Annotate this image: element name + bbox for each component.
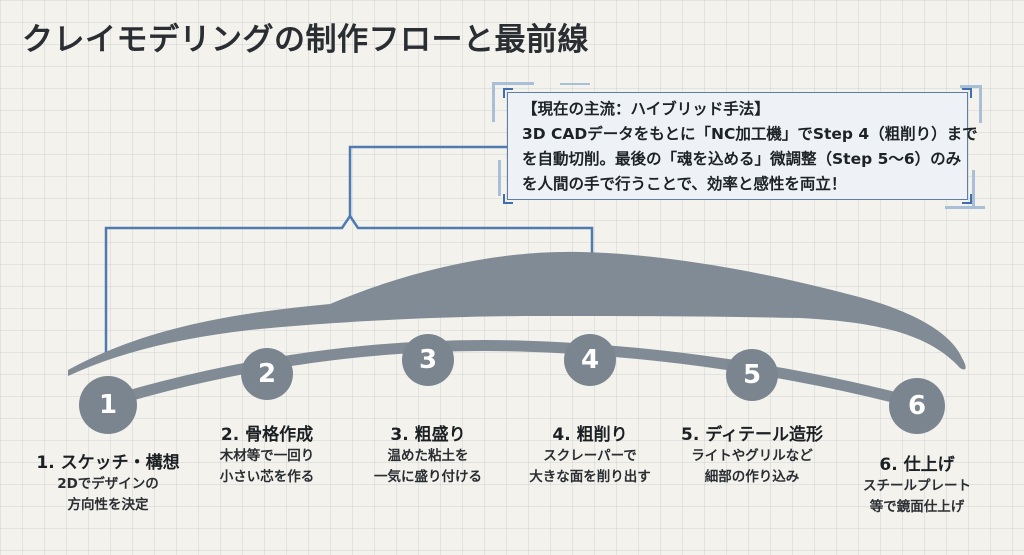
step-desc-line: 2Dでデザインの <box>57 476 159 492</box>
callout-deco-line <box>498 160 501 196</box>
step-desc-6: スチールプレート 等で鏡面仕上げ <box>827 476 1007 518</box>
step-number-2: 2 <box>257 359 277 389</box>
callout-line: を自動切削。最後の「魂を込める」微調整（Step 5〜6）のみ <box>522 150 962 168</box>
step-circle-6 <box>889 378 945 434</box>
step-desc-line: 小さい芯を作る <box>219 469 315 485</box>
hybrid-method-callout: 【現在の主流：ハイブリッド手法】 3D CADデータをもとに「NC加工機」でSt… <box>503 88 978 204</box>
callout-deco-line <box>979 85 982 123</box>
step-desc-line: 細部の作り込み <box>704 469 800 485</box>
step-desc-4: スクレーパーで 大きな面を削り出す <box>500 446 680 488</box>
step-desc-3: 温めた粘土を 一気に盛り付ける <box>338 446 518 488</box>
callout-heading: 【現在の主流：ハイブリッド手法】 <box>522 100 770 118</box>
step-label-2: 2. 骨格作成 <box>220 425 314 445</box>
callout-deco-line <box>960 85 982 88</box>
step-label-1: 1. スケッチ・構想 <box>36 453 180 473</box>
step-circle-2 <box>241 348 293 400</box>
step-number-6: 6 <box>907 391 927 421</box>
timeline-arc <box>102 340 926 410</box>
step-number-4: 4 <box>580 345 600 375</box>
car-body-outline <box>68 251 966 376</box>
callout-corner <box>962 194 972 204</box>
step-desc-line: 等で鏡面仕上げ <box>869 499 965 515</box>
step-desc-line: 一気に盛り付ける <box>374 469 482 485</box>
step-desc-1: 2Dでデザインの 方向性を決定 <box>18 474 198 516</box>
callout-deco-line <box>492 82 495 122</box>
step-desc-5: ライトやグリルなど 細部の作り込み <box>662 446 842 488</box>
step-label-6: 6. 仕上げ <box>879 455 955 475</box>
callout-deco-line <box>492 82 534 85</box>
step-desc-line: スクレーパーで <box>543 448 637 464</box>
step-desc-line: 木材等で一回り <box>219 448 315 464</box>
step-desc-line: 大きな面を削り出す <box>529 469 651 485</box>
callout-line: を人間の手で行うことで、効率と感性を両立！ <box>522 175 847 193</box>
step-desc-2: 木材等で一回り 小さい芯を作る <box>177 446 357 488</box>
step-desc-line: 温めた粘土を <box>387 448 469 464</box>
callout-line: 3D CADデータをもとに「NC加工機」でStep 4（粗削り）まで <box>522 125 978 143</box>
bracket-connector <box>348 145 507 216</box>
step-circle-5 <box>726 349 778 401</box>
step-number-1: 1 <box>98 390 118 420</box>
callout-deco-line <box>972 170 975 206</box>
step-label-3: 3. 粗盛り <box>390 425 466 445</box>
callout-corner <box>962 88 972 98</box>
step-circle-3 <box>402 334 454 386</box>
page-title: クレイモデリングの制作フローと最前線 <box>22 22 589 58</box>
step-desc-line: ライトやグリルなど <box>691 448 813 464</box>
step-circle-1 <box>79 376 137 434</box>
callout-corner <box>503 194 513 204</box>
callout-deco-line <box>560 83 590 85</box>
callout-corner <box>503 88 513 98</box>
step-circle-4 <box>564 334 616 386</box>
step-label-4: 4. 粗削り <box>552 425 628 445</box>
step-desc-line: スチールプレート <box>863 478 971 494</box>
step-label-5: 5. ディテール造形 <box>680 425 823 445</box>
callout-deco-line <box>945 206 985 209</box>
step-number-3: 3 <box>418 345 438 375</box>
step-number-5: 5 <box>742 360 762 390</box>
step-desc-line: 方向性を決定 <box>67 497 149 513</box>
